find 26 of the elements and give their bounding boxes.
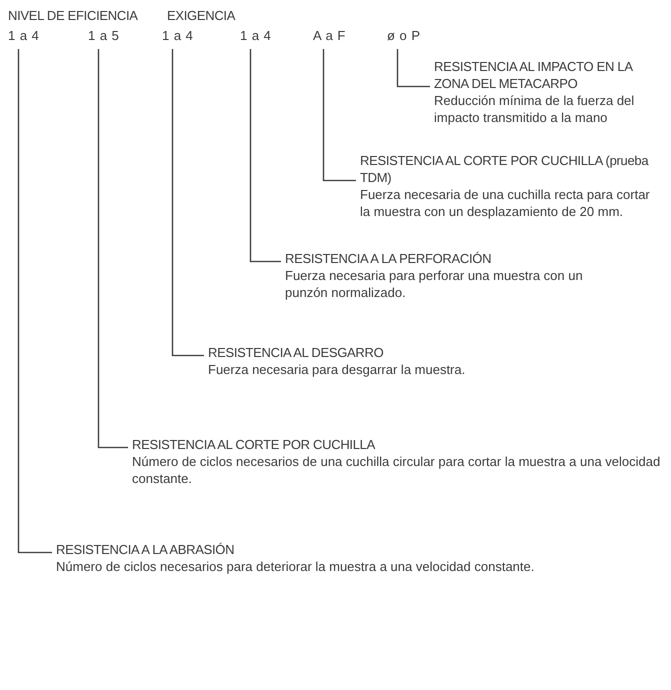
- test-heading: RESISTENCIA AL CORTE POR CUCHILLA (prueba TDM): [360, 152, 650, 186]
- test-heading: RESISTENCIA AL IMPACTO EN LA ZONA DEL METACARPO: [434, 58, 634, 92]
- test-heading: RESISTENCIA AL DESGARRO: [208, 344, 384, 361]
- level-range: 1 a 4: [8, 28, 40, 43]
- test-description: Número de ciclos necesarios para deteriorar la muestra a una velocidad constante.: [56, 558, 536, 575]
- test-description: Reducción mínima de la fuerza del impacto transmitido a la mano: [434, 92, 636, 126]
- test-description: Número de ciclos necesarios de una cuchilla circular para cortar la muestra a una velocidad constante.: [132, 453, 662, 487]
- level-range: 1 a 4: [162, 28, 194, 43]
- level-range: ø o P: [387, 28, 421, 43]
- leader-line: [172, 49, 204, 356]
- column-heading: NIVEL DE EFICIENCIA: [8, 8, 138, 23]
- leader-line: [98, 49, 128, 448]
- column-heading: EXIGENCIA: [167, 8, 236, 23]
- level-range: 1 a 4: [240, 28, 272, 43]
- leader-line: [322, 49, 356, 182]
- test-heading: RESISTENCIA A LA PERFORACIÓN: [285, 250, 492, 267]
- test-heading: RESISTENCIA A LA ABRASIÓN: [56, 541, 236, 558]
- leader-line: [18, 49, 52, 554]
- test-description: Fuerza necesaria para desgarrar la muestra.: [208, 361, 466, 378]
- test-heading: RESISTENCIA AL CORTE POR CUCHILLA: [132, 436, 376, 453]
- test-description: Fuerza necesaria para perforar una muestra con un punzón normalizado.: [285, 267, 584, 301]
- test-description: Fuerza necesaria de una cuchilla recta para cortar la muestra con un desplazamiento de 20 mm.: [360, 186, 651, 220]
- leader-line: [250, 49, 281, 262]
- leader-line: [396, 49, 430, 88]
- level-range: A a F: [313, 28, 346, 43]
- level-range: 1 a 5: [88, 28, 120, 43]
